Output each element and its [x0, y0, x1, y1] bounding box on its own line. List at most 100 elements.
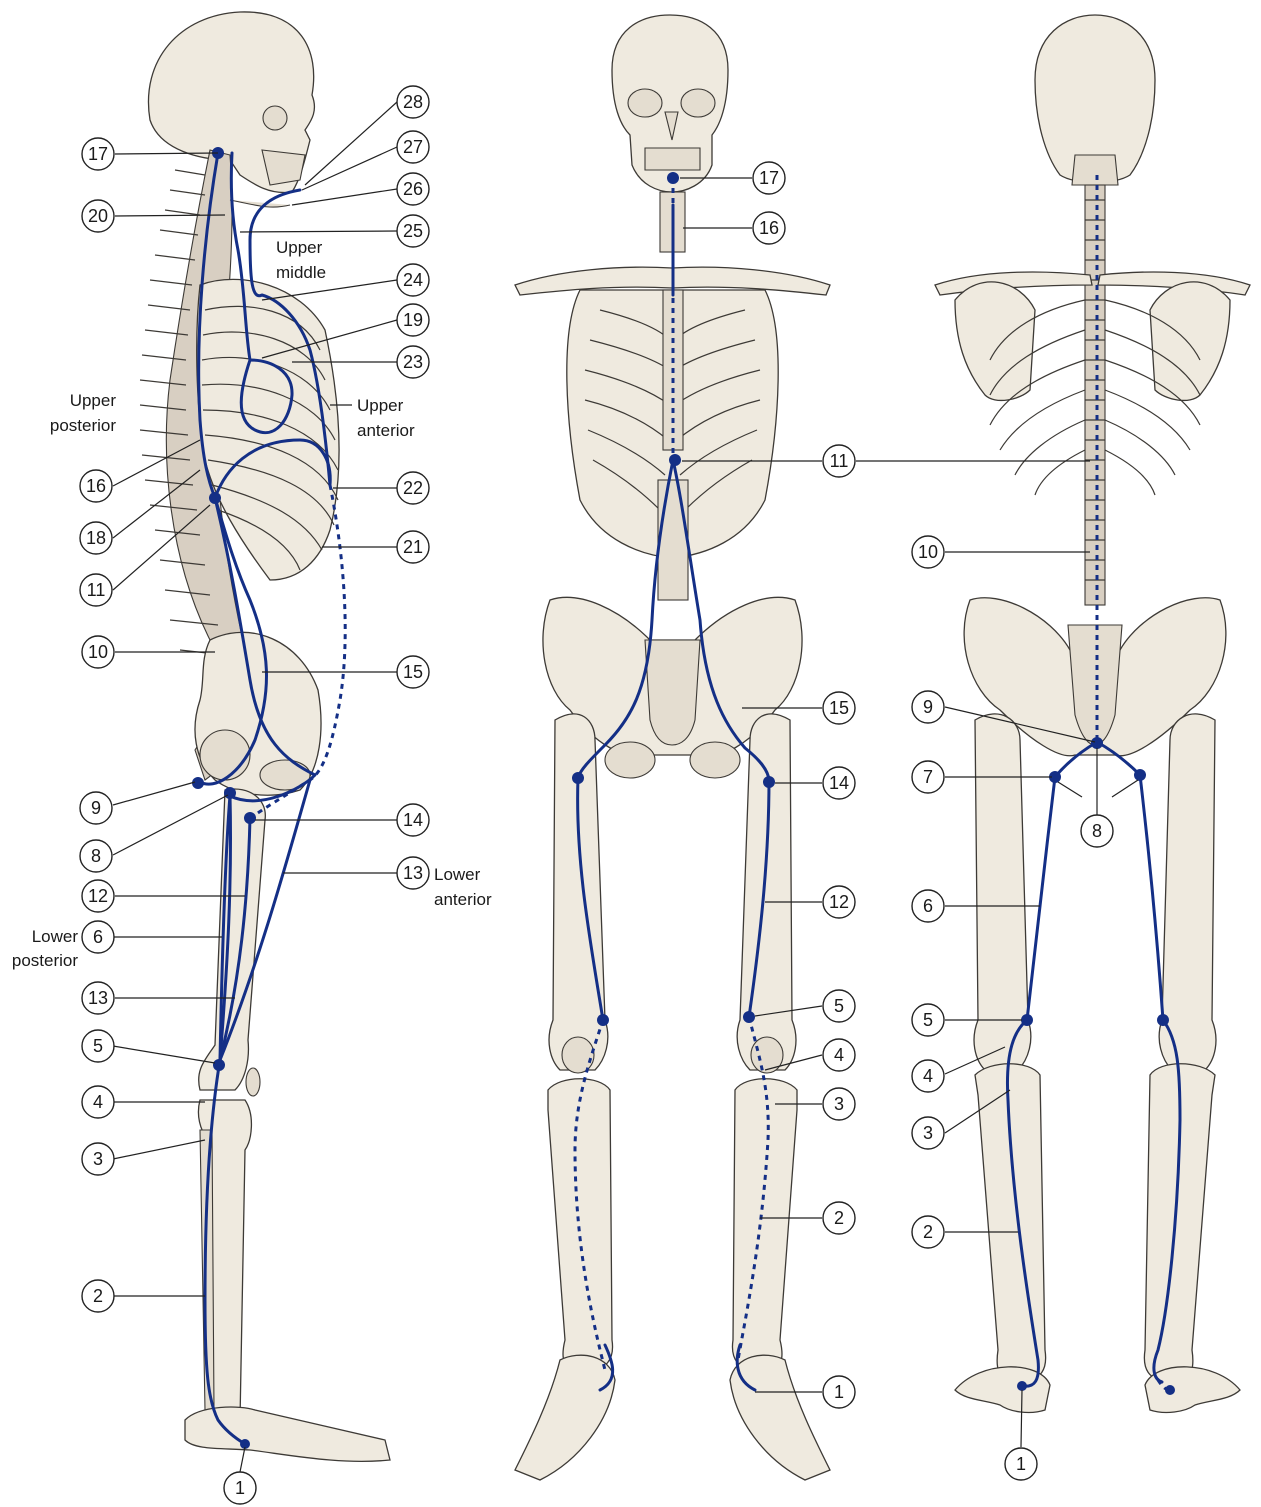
lateral-callout-14: 14	[397, 804, 429, 836]
svg-text:27: 27	[403, 137, 423, 157]
svg-text:20: 20	[88, 206, 108, 226]
lateral-callout-11: 11	[80, 574, 112, 606]
lateral-callout-17: 17	[82, 138, 114, 170]
lateral-callout-1: 1	[224, 1472, 256, 1504]
svg-text:1: 1	[834, 1382, 844, 1402]
svg-text:21: 21	[403, 537, 423, 557]
svg-text:4: 4	[834, 1045, 844, 1065]
svg-text:10: 10	[88, 642, 108, 662]
lateral-callout-6: 6	[82, 921, 114, 953]
svg-text:22: 22	[403, 478, 423, 498]
lateral-callout-10: 10	[82, 636, 114, 668]
label-lower-anterior-1: Lower	[434, 865, 481, 884]
svg-text:17: 17	[88, 144, 108, 164]
label-lower-anterior-2: anterior	[434, 890, 492, 909]
lateral-callout-13a: 13	[82, 982, 114, 1014]
svg-text:15: 15	[403, 662, 423, 682]
posterior-callout-2: 2	[912, 1216, 944, 1248]
anterior-callout-3: 3	[823, 1088, 855, 1120]
svg-text:12: 12	[88, 886, 108, 906]
anterior-callout-5: 5	[823, 990, 855, 1022]
svg-text:8: 8	[91, 846, 101, 866]
label-upper-middle-2: middle	[276, 263, 326, 282]
svg-text:3: 3	[93, 1149, 103, 1169]
lateral-callout-16: 16	[80, 470, 112, 502]
svg-text:2: 2	[93, 1286, 103, 1306]
svg-text:25: 25	[403, 221, 423, 241]
label-upper-anterior-1: Upper	[357, 396, 404, 415]
lateral-callout-13b: 13	[397, 857, 429, 889]
lateral-callout-2: 2	[82, 1280, 114, 1312]
svg-text:9: 9	[923, 697, 933, 717]
lateral-callout-26: 26	[397, 173, 429, 205]
posterior-callout-4: 4	[912, 1060, 944, 1092]
svg-text:5: 5	[923, 1010, 933, 1030]
svg-text:14: 14	[829, 773, 849, 793]
svg-text:23: 23	[403, 352, 423, 372]
svg-text:13: 13	[88, 988, 108, 1008]
svg-text:2: 2	[923, 1222, 933, 1242]
svg-text:3: 3	[923, 1123, 933, 1143]
svg-text:1: 1	[1016, 1454, 1026, 1474]
label-upper-posterior-1: Upper	[70, 391, 117, 410]
lateral-callout-19: 19	[397, 304, 429, 336]
lateral-callout-25: 25	[397, 215, 429, 247]
posterior-callout-5: 5	[912, 1004, 944, 1036]
label-lower-posterior-2: posterior	[12, 951, 78, 970]
posterior-callout-6: 6	[912, 890, 944, 922]
label-upper-posterior-2: posterior	[50, 416, 116, 435]
svg-text:11: 11	[87, 580, 106, 600]
lateral-skeleton	[140, 12, 390, 1461]
anterior-callout-12: 12	[823, 886, 855, 918]
svg-text:6: 6	[923, 896, 933, 916]
anterior-callout-14: 14	[823, 767, 855, 799]
posterior-callout-10: 10	[912, 536, 944, 568]
svg-text:19: 19	[403, 310, 423, 330]
lateral-callout-23: 23	[397, 346, 429, 378]
svg-text:26: 26	[403, 179, 423, 199]
svg-text:5: 5	[93, 1036, 103, 1056]
lateral-callout-9: 9	[80, 792, 112, 824]
svg-text:3: 3	[834, 1094, 844, 1114]
svg-text:14: 14	[403, 810, 423, 830]
svg-text:16: 16	[86, 476, 106, 496]
anterior-callout-1: 1	[823, 1376, 855, 1408]
posterior-callout-1: 1	[1005, 1448, 1037, 1480]
anterior-callout-11: 11	[823, 445, 855, 477]
svg-text:16: 16	[759, 218, 779, 238]
svg-text:8: 8	[1092, 821, 1102, 841]
lateral-callout-4: 4	[82, 1086, 114, 1118]
lateral-callout-21: 21	[397, 531, 429, 563]
posterior-callout-9: 9	[912, 691, 944, 723]
svg-text:4: 4	[93, 1092, 103, 1112]
svg-text:11: 11	[830, 451, 849, 471]
lateral-callout-8: 8	[80, 840, 112, 872]
label-upper-anterior-2: anterior	[357, 421, 415, 440]
svg-text:18: 18	[86, 528, 106, 548]
svg-text:15: 15	[829, 698, 849, 718]
lateral-callout-12: 12	[82, 880, 114, 912]
svg-text:12: 12	[829, 892, 849, 912]
svg-text:10: 10	[918, 542, 938, 562]
anterior-callout-16: 16	[753, 212, 785, 244]
label-lower-posterior-1: Lower	[32, 927, 79, 946]
svg-text:28: 28	[403, 92, 423, 112]
lateral-callout-24: 24	[397, 264, 429, 296]
svg-text:2: 2	[834, 1208, 844, 1228]
anterior-callout-2: 2	[823, 1202, 855, 1234]
svg-text:9: 9	[91, 798, 101, 818]
svg-text:13: 13	[403, 863, 423, 883]
lateral-callout-18: 18	[80, 522, 112, 554]
lateral-callout-28: 28	[397, 86, 429, 118]
posterior-callout-3: 3	[912, 1117, 944, 1149]
svg-text:17: 17	[759, 168, 779, 188]
lateral-callout-22: 22	[397, 472, 429, 504]
anterior-callout-4: 4	[823, 1039, 855, 1071]
svg-text:6: 6	[93, 927, 103, 947]
svg-text:1: 1	[235, 1478, 245, 1498]
anterior-callout-15: 15	[823, 692, 855, 724]
lateral-callout-5: 5	[82, 1030, 114, 1062]
svg-text:24: 24	[403, 270, 423, 290]
posterior-callout-7: 7	[912, 761, 944, 793]
